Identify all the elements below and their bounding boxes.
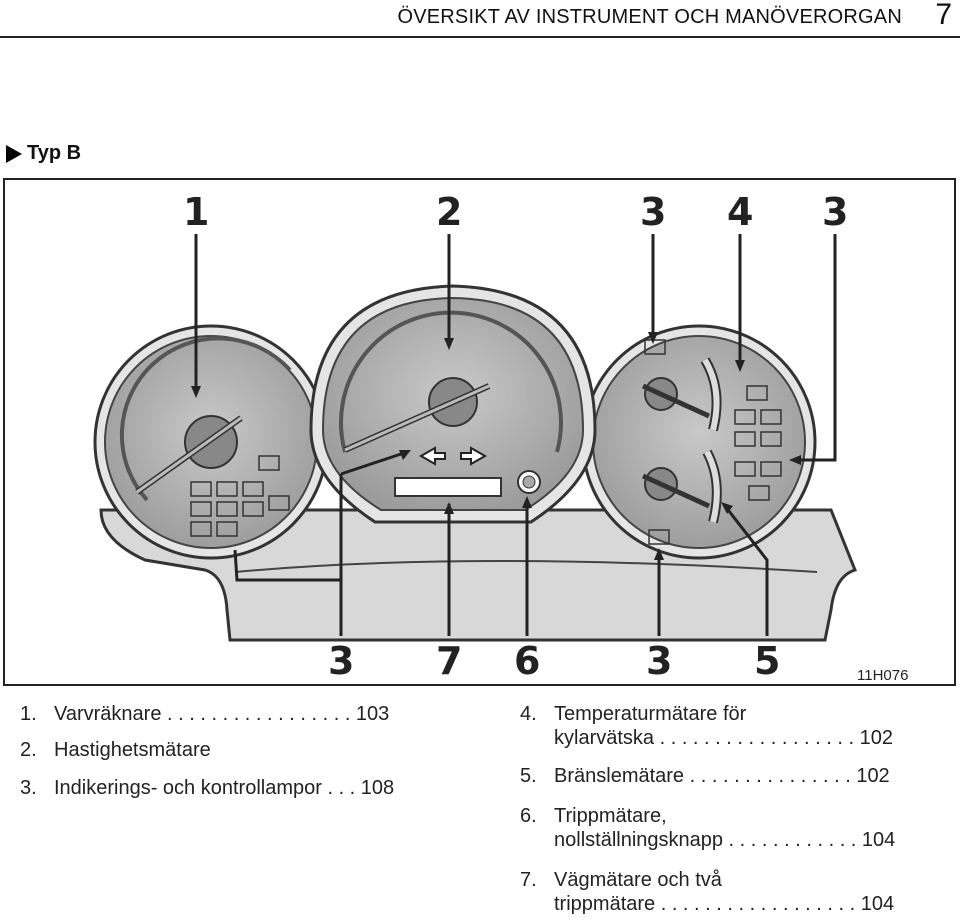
legend-item-1-text: Varvräknare . . . . . . . . . . . . . . … xyxy=(54,703,390,725)
callout-1: 1 xyxy=(183,190,209,234)
callout-3-bottom-left: 3 xyxy=(328,639,354,683)
legend-item-6-line2: nollställningsknapp . . . . . . . . . . … xyxy=(554,829,896,851)
legend-item-4-line2: kylarvätska . . . . . . . . . . . . . . … xyxy=(554,727,893,749)
speedometer-dial xyxy=(309,284,597,524)
legend-item-6-line1: Trippmätare, xyxy=(554,805,667,827)
header-title: ÖVERSIKT AV INSTRUMENT OCH MANÖVERORGAN xyxy=(397,6,902,28)
legend-item-4-line1: Temperaturmätare för xyxy=(554,703,747,725)
legend-item-5: 5.Bränslemätare . . . . . . . . . . . . … xyxy=(520,765,890,787)
callout-6: 6 xyxy=(514,639,540,683)
callout-5: 5 xyxy=(754,639,780,683)
legend-item-1: 1.Varvräknare . . . . . . . . . . . . . … xyxy=(20,703,390,725)
leader-arrowheads xyxy=(191,332,801,560)
instrument-cluster-illustration: 1 2 3 4 3 3 7 6 3 5 11H076 xyxy=(93,190,908,684)
figure-code: 11H076 xyxy=(857,667,908,684)
page-number: 7 xyxy=(935,0,952,31)
legend-item-2-text: Hastighetsmätare xyxy=(54,739,211,761)
legend-item-4: 4.Temperaturmätare för kylarvätska . . .… xyxy=(520,703,893,749)
legend-item-3: 3.Indikerings- och kontrollampor . . . 1… xyxy=(20,777,395,799)
leader-lines xyxy=(194,234,837,636)
triangle-arrow-icon xyxy=(6,144,22,163)
legend-item-7: 7.Vägmätare och två trippmätare . . . . … xyxy=(520,869,895,915)
legend-item-5-line1: Bränslemätare . . . . . . . . . . . . . … xyxy=(554,765,890,787)
legend-item-3-text: Indikerings- och kontrollampor . . . 108 xyxy=(54,777,395,799)
legend-item-2: 2.Hastighetsmätare xyxy=(20,739,211,761)
callout-2: 2 xyxy=(436,190,462,234)
gauges-dial xyxy=(581,324,817,560)
callout-3-bottom-right: 3 xyxy=(646,639,672,683)
callout-3-top-right: 3 xyxy=(822,190,848,234)
callout-7: 7 xyxy=(436,639,462,683)
section-heading-text: Typ B xyxy=(27,142,82,164)
housing-lip xyxy=(234,560,818,573)
instrument-cluster-figure: 1 2 3 4 3 3 7 6 3 5 11H076 xyxy=(3,178,956,686)
legend-item-6: 6.Trippmätare, nollställningsknapp . . .… xyxy=(520,805,896,851)
callout-4: 4 xyxy=(727,190,753,234)
callout-3-top-left: 3 xyxy=(640,190,666,234)
page-header: ÖVERSIKT AV INSTRUMENT OCH MANÖVERORGAN … xyxy=(0,0,960,38)
section-heading: Typ B xyxy=(6,142,81,165)
legend-item-7-line2: trippmätare . . . . . . . . . . . . . . … xyxy=(554,893,895,915)
tachometer-dial xyxy=(93,324,329,560)
legend-item-7-line1: Vägmätare och två xyxy=(554,869,722,891)
